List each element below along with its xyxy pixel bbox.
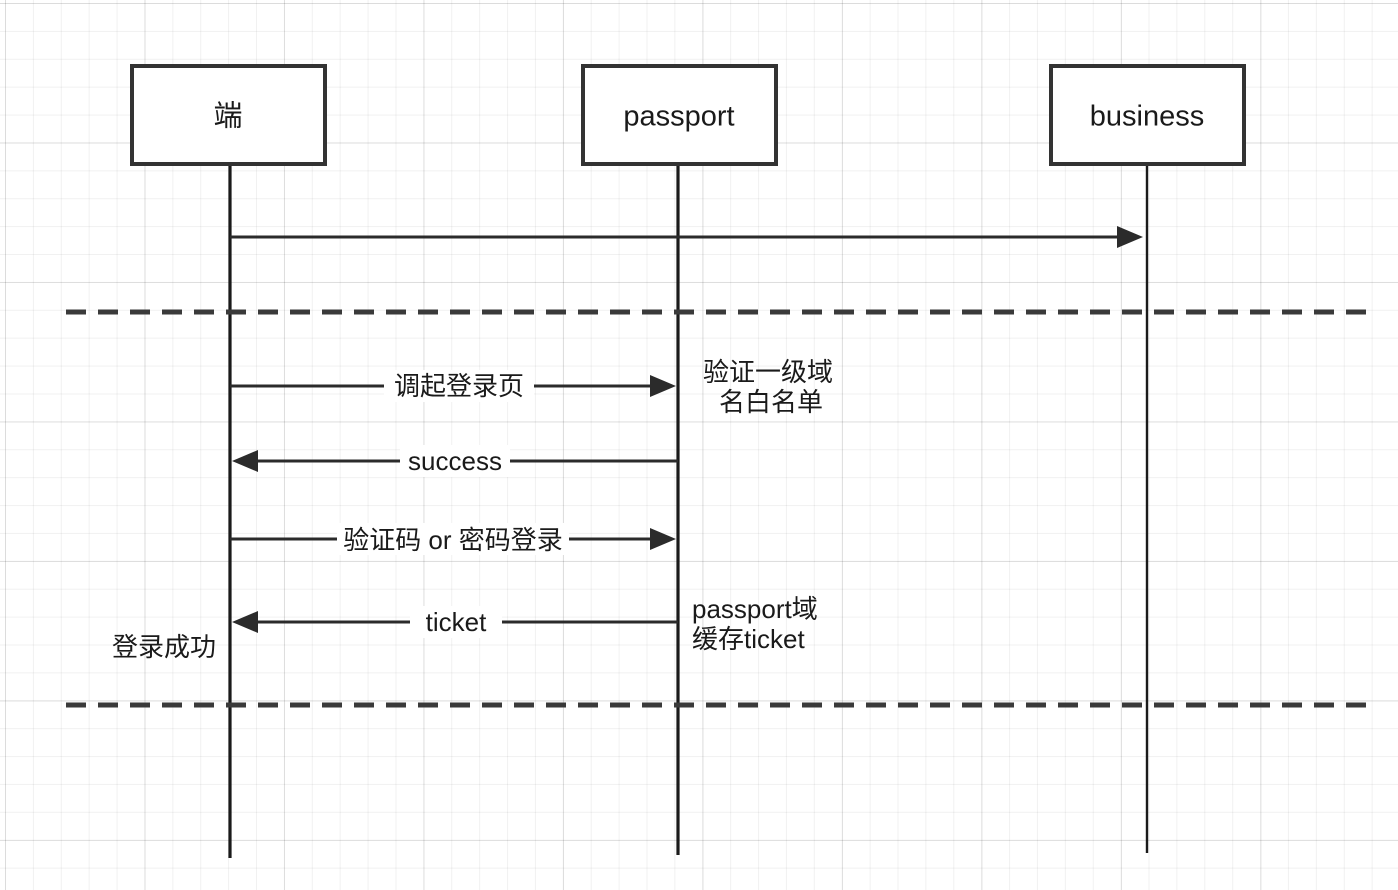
arrow-head-m5	[232, 611, 258, 633]
note-n3: 登录成功	[112, 632, 216, 662]
participant-box-passport[interactable]	[581, 64, 778, 166]
participant-label-passport: passport	[623, 101, 734, 133]
message-m4[interactable]: 验证码 or 密码登录	[230, 523, 676, 555]
arrow-head-m4	[650, 528, 676, 550]
note-line-n3-0: 登录成功	[112, 632, 216, 662]
message-m2[interactable]: 调起登录页	[230, 370, 676, 402]
message-label-m3: success	[408, 446, 502, 476]
participant-client[interactable]: 端	[130, 64, 327, 166]
note-line-n1-1: 名白名单	[719, 387, 823, 417]
participant-business[interactable]: business	[1049, 64, 1246, 166]
participant-passport[interactable]: passport	[581, 64, 778, 166]
participant-label-business: business	[1090, 101, 1204, 133]
message-m5[interactable]: ticket	[232, 606, 678, 638]
lifelines-group	[228, 164, 1149, 858]
message-m1[interactable]	[230, 226, 1143, 248]
arrow-head-m2	[650, 375, 676, 397]
note-line-n1-0: 验证一级域	[703, 357, 833, 387]
message-label-bg-m2	[384, 370, 534, 402]
participant-box-client[interactable]	[130, 64, 327, 166]
arrow-head-m3	[232, 450, 258, 472]
message-m3[interactable]: success	[232, 445, 678, 477]
message-label-bg-m3	[400, 445, 510, 477]
message-label-m2: 调起登录页	[394, 371, 524, 401]
note-line-n2-0: passport域	[692, 594, 818, 624]
participant-box-business[interactable]	[1049, 64, 1246, 166]
note-n1: 验证一级域 名白名单	[703, 357, 833, 417]
note-n2: passport域 缓存ticket	[692, 594, 818, 654]
message-label-bg-m4	[337, 523, 569, 555]
message-label-m4: 验证码 or 密码登录	[343, 525, 563, 555]
message-label-m5: ticket	[426, 607, 487, 637]
message-label-bg-m5	[410, 606, 502, 638]
participant-label-client: 端	[213, 100, 242, 133]
note-line-n2-1: 缓存ticket	[692, 624, 805, 654]
arrow-head-m1	[1117, 226, 1143, 248]
